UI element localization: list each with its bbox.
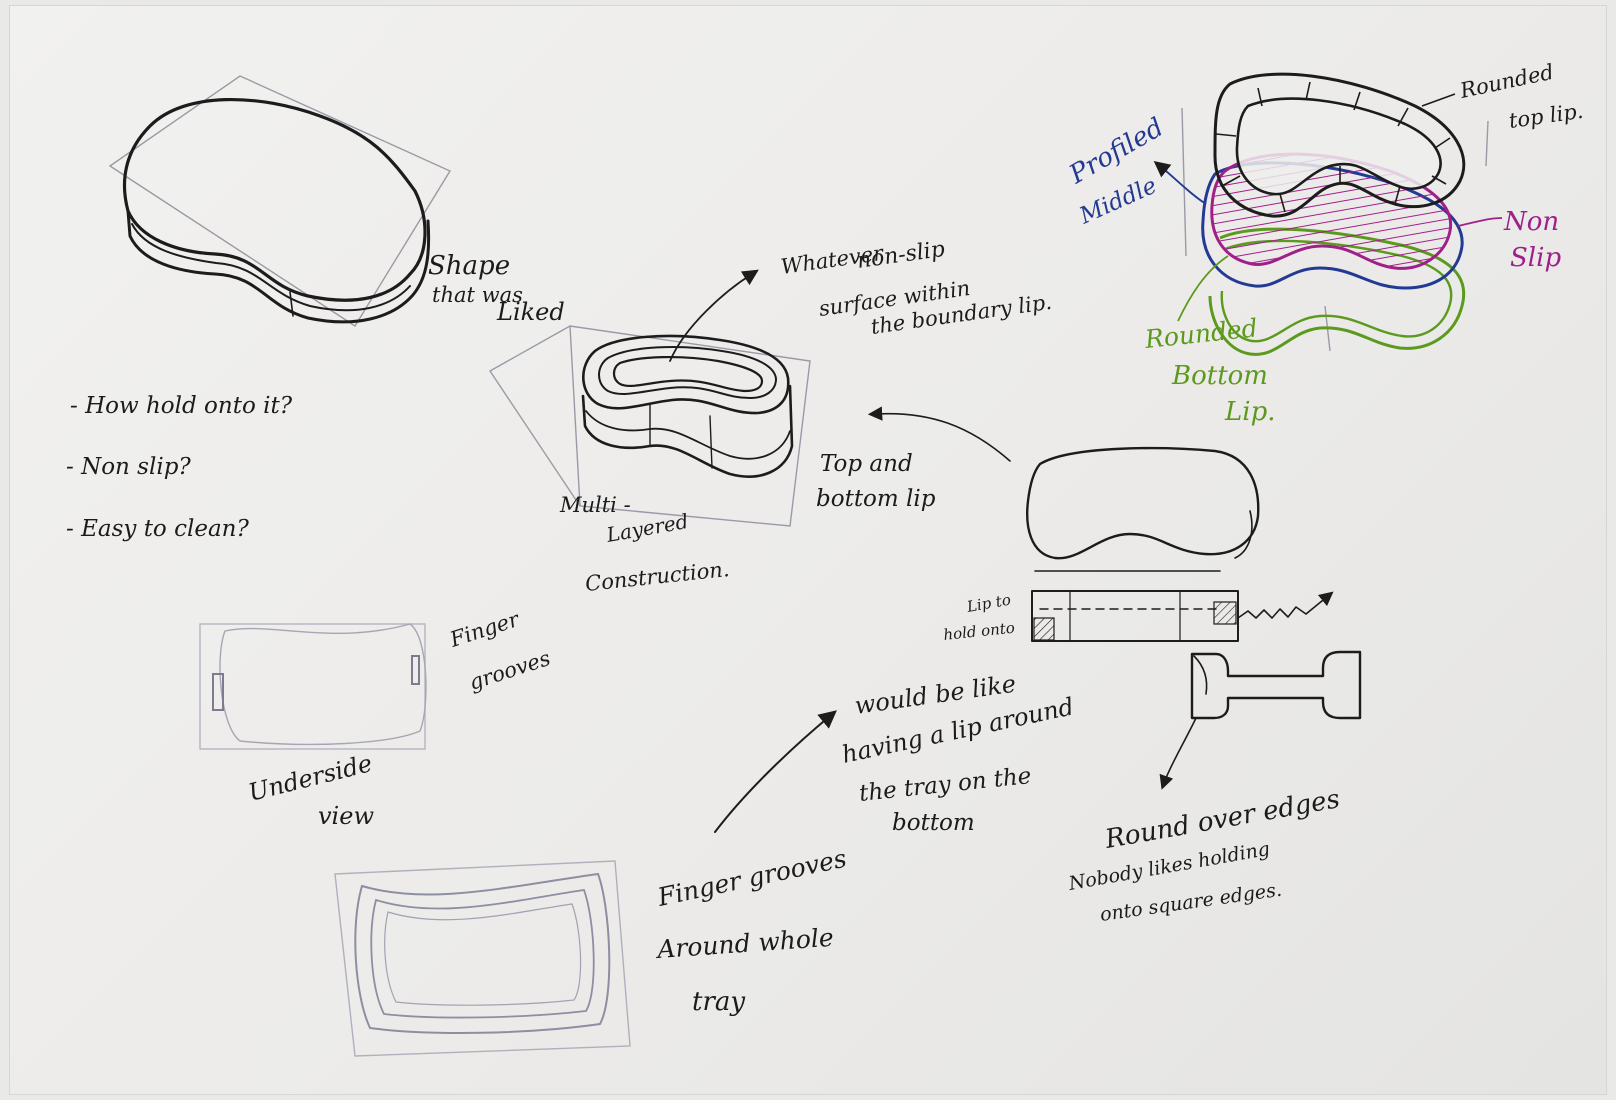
- svg-text:tray: tray: [692, 987, 745, 1017]
- svg-text:- Non slip?: - Non slip?: [66, 454, 191, 480]
- svg-text:Non: Non: [1503, 207, 1559, 237]
- svg-text:- How hold onto it?: - How hold onto it?: [70, 393, 293, 419]
- svg-text:Construction.: Construction.: [584, 557, 730, 596]
- svg-text:Rounded: Rounded: [1457, 60, 1556, 103]
- svg-text:Underside: Underside: [246, 749, 375, 807]
- label-multi-layered: Multi - Layered Construction.: [559, 493, 731, 596]
- label-round-over-edges: Round over edges Nobody likes holding on…: [1066, 784, 1342, 926]
- svg-text:bottom: bottom: [892, 810, 975, 836]
- label-shape-liked: Shape that was Liked: [428, 251, 565, 326]
- svg-text:Round over edges: Round over edges: [1102, 784, 1342, 855]
- svg-text:Top and: Top and: [820, 451, 913, 477]
- sketch-exploded-layers: [1160, 74, 1502, 354]
- svg-text:Lip.: Lip.: [1224, 397, 1276, 427]
- svg-text:view: view: [318, 802, 374, 830]
- svg-text:- Easy to clean?: - Easy to clean?: [66, 516, 249, 542]
- svg-text:Liked: Liked: [496, 298, 565, 326]
- svg-text:Lip to: Lip to: [965, 591, 1013, 617]
- label-rounded-top-lip: Rounded top lip.: [1457, 60, 1585, 133]
- svg-text:Around whole: Around whole: [654, 923, 834, 964]
- svg-text:Rounded: Rounded: [1143, 313, 1259, 354]
- label-non-slip: Non Slip: [1503, 207, 1561, 273]
- svg-text:the tray on the: the tray on the: [858, 763, 1033, 807]
- label-would-be-like: would be like having a lip around the tr…: [715, 670, 1076, 836]
- svg-text:Shape: Shape: [428, 251, 510, 281]
- svg-text:top lip.: top lip.: [1507, 99, 1584, 133]
- svg-text:bottom lip: bottom lip: [816, 486, 936, 512]
- sketch-finger-grooves-tray: [335, 861, 630, 1056]
- sketch-liked-shape: [110, 76, 450, 326]
- sketch-sheet: Shape that was Liked - How hold onto it?…: [10, 6, 1606, 1094]
- svg-text:hold onto: hold onto: [943, 619, 1016, 644]
- label-finger-grooves-around: Finger grooves Around whole tray: [654, 844, 849, 1017]
- sketch-underside-view: [200, 624, 426, 749]
- sketch-plan-section: [1027, 448, 1360, 783]
- label-profiled-middle: Profiled Middle: [1064, 112, 1169, 229]
- svg-text:onto square edges.: onto square edges.: [1099, 879, 1284, 926]
- svg-text:Finger: Finger: [446, 606, 523, 652]
- svg-text:Profiled: Profiled: [1064, 112, 1169, 190]
- questions-list: - How hold onto it? - Non slip? - Easy t…: [66, 393, 293, 542]
- label-finger-grooves: Finger grooves: [446, 606, 553, 694]
- label-underside: Underside view: [246, 749, 375, 830]
- svg-text:Slip: Slip: [1510, 243, 1561, 273]
- svg-text:Bottom: Bottom: [1171, 361, 1268, 391]
- label-rounded-bottom-lip: Rounded Bottom Lip.: [1143, 313, 1276, 427]
- sketch-canvas: Shape that was Liked - How hold onto it?…: [10, 6, 1606, 1094]
- svg-text:grooves: grooves: [466, 646, 553, 695]
- svg-text:Multi -: Multi -: [559, 493, 631, 517]
- label-top-bottom-lip: Top and bottom lip: [816, 414, 1010, 512]
- label-lip-to-hold: Lip to hold onto: [943, 591, 1016, 644]
- svg-text:Finger grooves: Finger grooves: [654, 844, 849, 912]
- label-whatever-non-slip: Whatever non-slip surface within the bou…: [779, 237, 1053, 339]
